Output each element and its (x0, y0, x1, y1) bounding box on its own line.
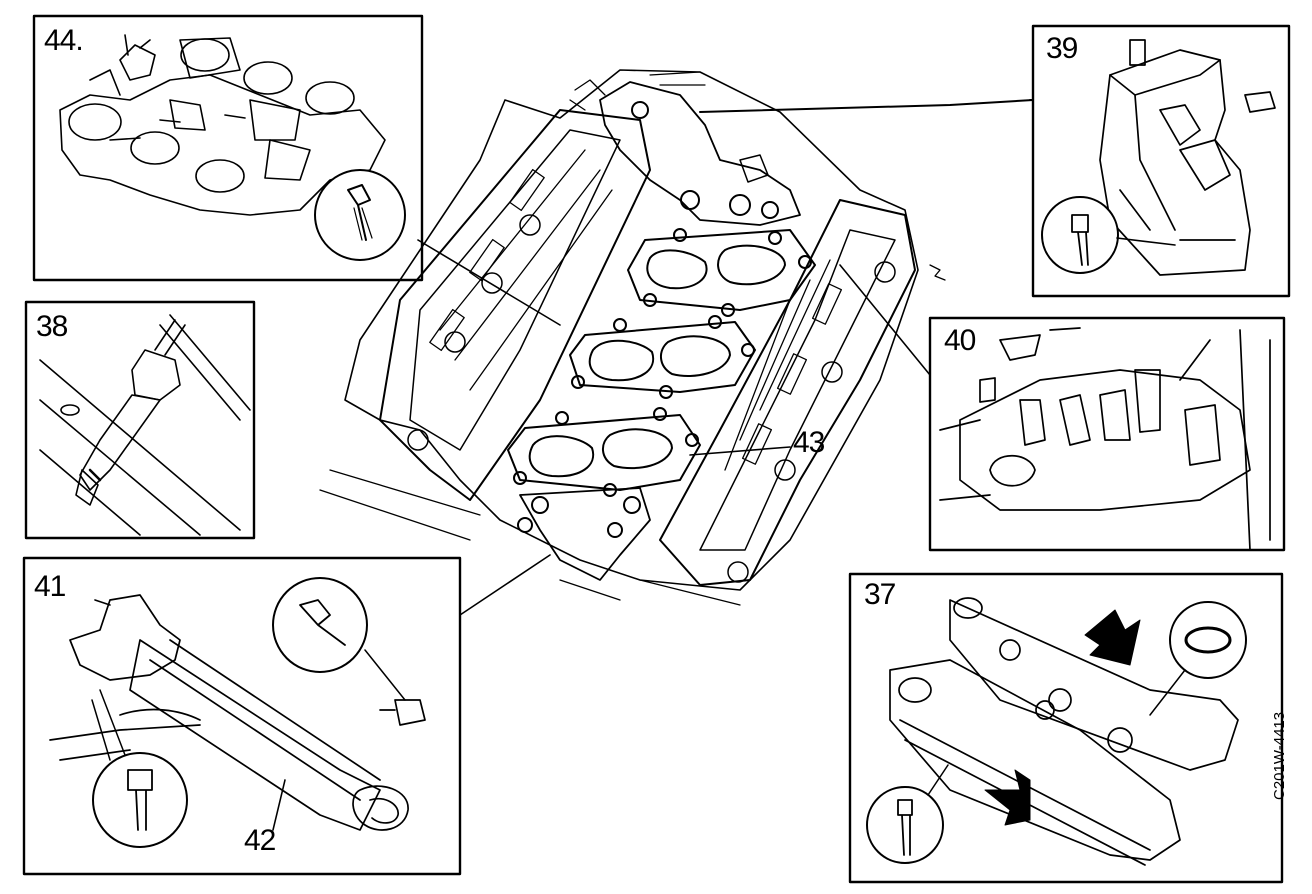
panel-44-intake-manifold (32, 14, 561, 326)
panel-37-cam-cover (848, 572, 1284, 884)
callout-42: 42 (244, 824, 276, 857)
panel-label-40: 40 (944, 324, 976, 357)
document-id: C201W-4413 (1271, 711, 1288, 800)
intake-gasket-lower (507, 407, 701, 497)
panel-label-44: 44. (44, 24, 84, 57)
panel-41-coolant-pipe (22, 554, 551, 876)
panel-label-39: 39 (1046, 32, 1078, 65)
leader-43 (689, 446, 791, 456)
callout-43: 43 (793, 426, 825, 459)
panel-label-37: 37 (864, 578, 896, 611)
leader-42 (272, 779, 286, 831)
panel-38-temperature-sensor (24, 300, 256, 540)
panel-39-throttle-body (699, 24, 1291, 298)
leader-41 (94, 599, 111, 606)
panel-40-injectors (839, 264, 1286, 552)
engine-center-view (319, 69, 946, 606)
panel-label-41: 41 (34, 570, 66, 603)
intake-gasket-middle (569, 315, 756, 399)
intake-gasket-upper (627, 228, 816, 317)
panel-label-38: 38 (36, 310, 68, 343)
